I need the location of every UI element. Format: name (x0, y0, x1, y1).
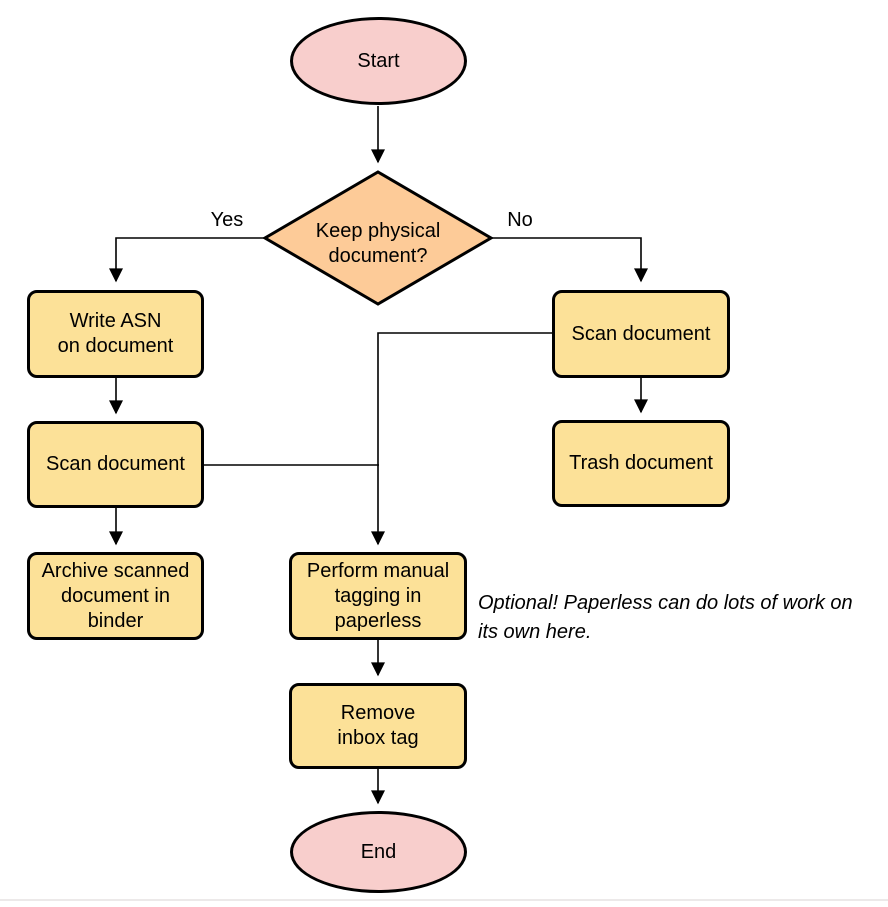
edge-decision-yes (109, 237, 265, 283)
node-scan-document-left: Scan document (27, 421, 204, 508)
node-start-label: Start (357, 49, 400, 72)
tagging-line-1: Perform manual (306, 559, 450, 582)
tagging-line-3: paperless (334, 609, 422, 632)
scan-left-label: Scan document (46, 453, 185, 475)
write-asn-line-1: Write ASN (69, 310, 162, 332)
edge-decision-no (491, 237, 648, 283)
decision-line-2: document? (328, 245, 428, 267)
node-end: End (290, 811, 467, 893)
remove-inbox-line-2: inbox tag (337, 727, 419, 749)
archive-line-1: Archive scanned (41, 559, 190, 582)
remove-inbox-line-1: Remove (340, 702, 416, 724)
write-asn-line-2: on document (57, 335, 174, 357)
node-start: Start (290, 17, 467, 105)
node-manual-tagging: Perform manual tagging in paperless (289, 552, 467, 640)
node-remove-inbox-tag: Remove inbox tag (289, 683, 467, 769)
scan-right-label: Scan document (571, 322, 711, 345)
annotation-line-2: its own here. (478, 621, 592, 643)
decision-line-1: Keep physical (315, 220, 441, 242)
edge-scanright-to-tagging (371, 332, 552, 546)
node-trash-document: Trash document (552, 420, 730, 507)
archive-line-2: document in (61, 584, 170, 607)
decision-diamond-shape (262, 170, 494, 306)
node-scan-document-right: Scan document (552, 290, 730, 378)
node-end-label: End (360, 840, 397, 863)
node-write-asn: Write ASN on document (27, 290, 204, 378)
tagging-line-2: tagging in (334, 584, 422, 607)
edge-label-yes: Yes (210, 208, 244, 231)
node-decision-label: Keep physical document? (278, 196, 478, 292)
annotation-optional-note: Optional! Paperless can do lots of work … (478, 589, 888, 647)
archive-line-3: binder (87, 609, 144, 632)
trash-label: Trash document (569, 452, 713, 474)
node-archive: Archive scanned document in binder (27, 552, 204, 640)
bottom-divider (0, 899, 888, 901)
annotation-line-1: Optional! Paperless can do lots of work … (478, 592, 853, 614)
edge-label-no: No (507, 208, 533, 231)
